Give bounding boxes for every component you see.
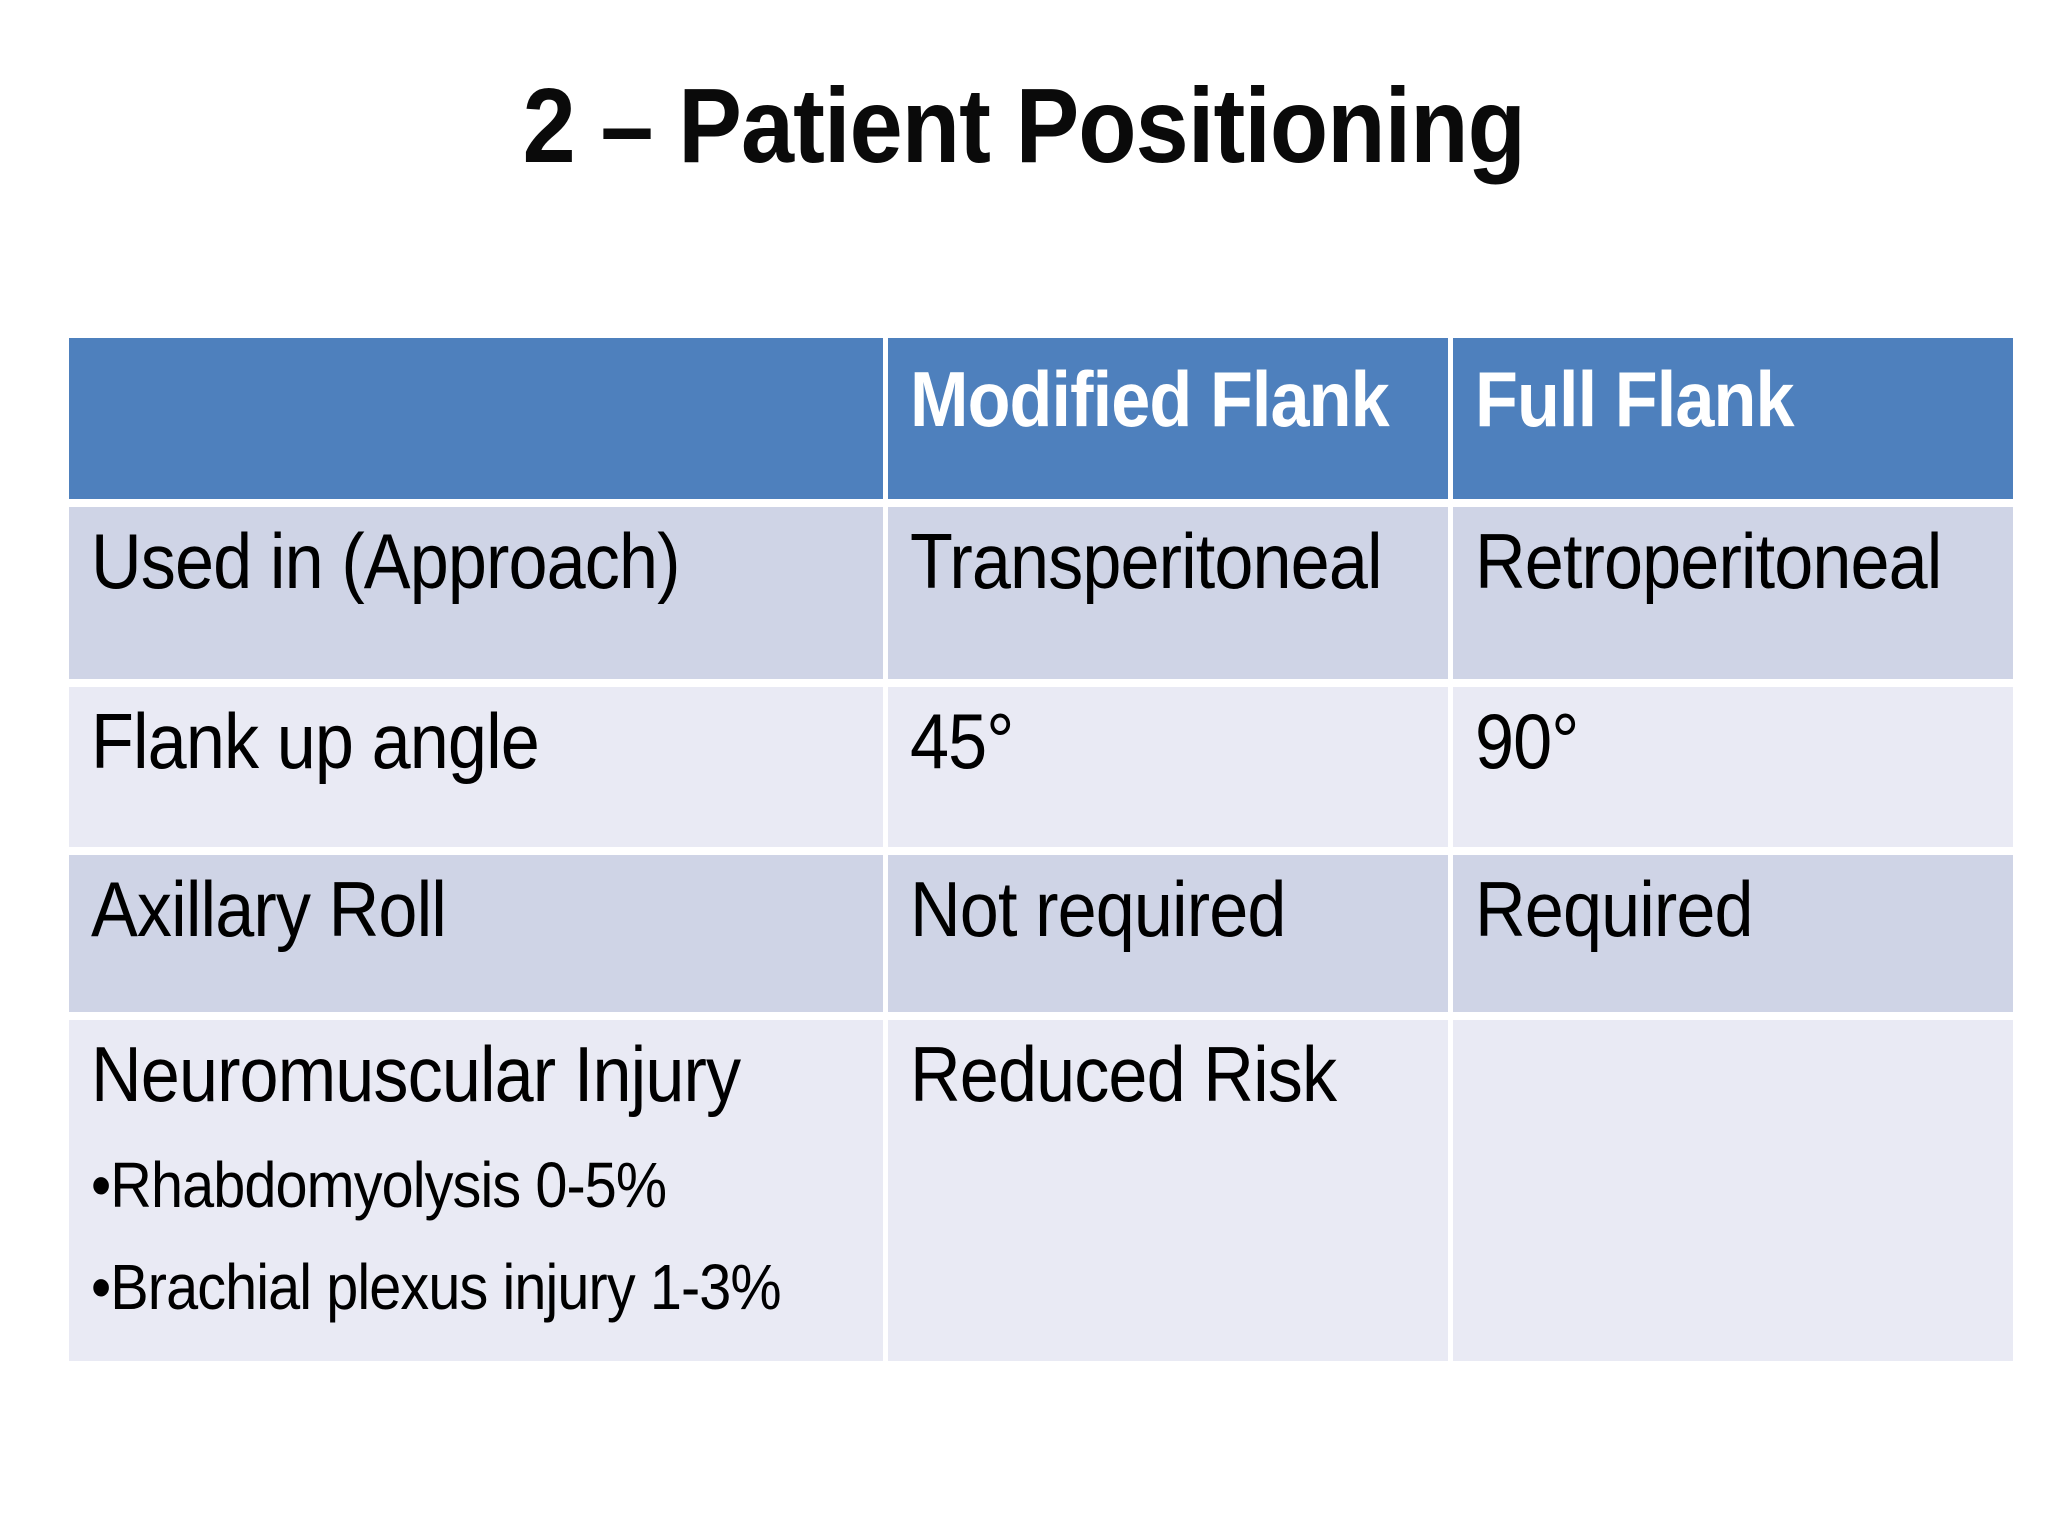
bullet-brachial-plexus: •Brachial plexus injury 1-3% bbox=[91, 1251, 782, 1323]
cell-neuromuscular-full bbox=[1453, 1020, 2013, 1361]
header-cell-full-flank: Full Flank bbox=[1453, 338, 2013, 499]
cell-flank-angle-modified: 45° bbox=[888, 687, 1448, 847]
cell-axillary-roll-full: Required bbox=[1453, 855, 2013, 1012]
slide-title: 2 – Patient Positioning bbox=[0, 60, 2048, 192]
slide-title-text: 2 – Patient Positioning bbox=[522, 67, 1526, 185]
bullet-rhabdomyolysis: •Rhabdomyolysis 0-5% bbox=[91, 1149, 667, 1221]
cell-flank-angle-full: 90° bbox=[1453, 687, 2013, 847]
row-label-used-in: Used in (Approach) bbox=[69, 507, 883, 679]
row-label-flank-up-angle: Flank up angle bbox=[69, 687, 883, 847]
cell-axillary-roll-modified: Not required bbox=[888, 855, 1448, 1012]
comparison-table: Modified Flank Full Flank Used in (Appro… bbox=[69, 338, 2013, 1361]
cell-used-in-full: Retroperitoneal bbox=[1453, 507, 2013, 679]
header-cell-modified-flank: Modified Flank bbox=[888, 338, 1448, 499]
header-cell-empty bbox=[69, 338, 883, 499]
cell-neuromuscular-modified: Reduced Risk bbox=[888, 1020, 1448, 1361]
row-label-axillary-roll: Axillary Roll bbox=[69, 855, 883, 1012]
neuromuscular-injury-heading: Neuromuscular Injury bbox=[91, 1030, 741, 1118]
row-label-neuromuscular-injury: Neuromuscular Injury •Rhabdomyolysis 0-5… bbox=[69, 1020, 883, 1361]
cell-used-in-modified: Transperitoneal bbox=[888, 507, 1448, 679]
